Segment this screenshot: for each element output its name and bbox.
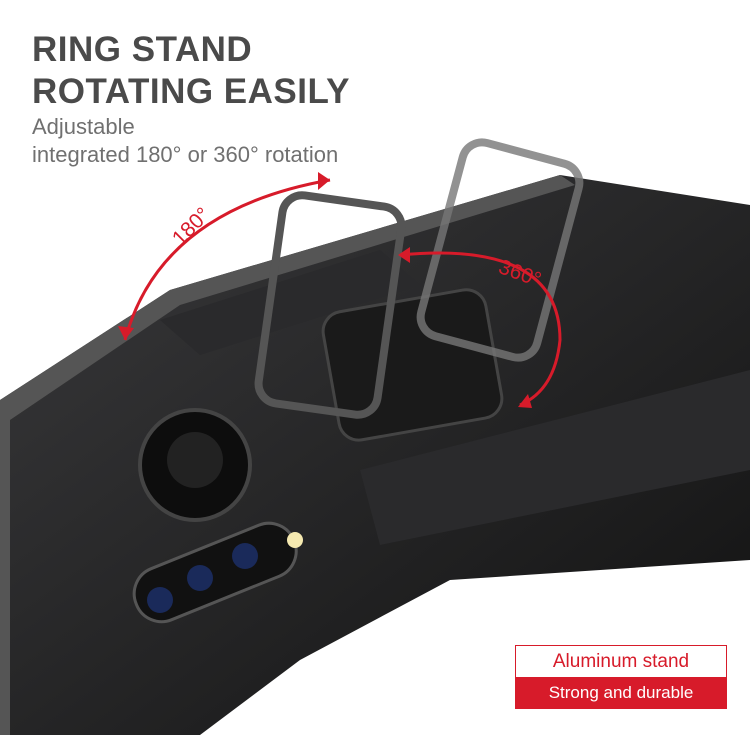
arc-180-arrow	[123, 178, 331, 341]
headline-line1: RING STAND	[32, 30, 253, 69]
feature-badge: Aluminum stand Strong and durable	[515, 645, 727, 709]
lens	[187, 565, 213, 591]
arc-360-arrow	[399, 251, 562, 407]
subtitle-line1: Adjustable	[32, 114, 135, 139]
ring	[254, 191, 406, 419]
case-edge	[0, 175, 575, 735]
ring-rotated	[416, 138, 584, 362]
flash	[287, 532, 303, 548]
subtitle-line2: integrated 180° or 360° rotation	[32, 142, 339, 167]
grip-bottom	[360, 370, 750, 545]
lens	[232, 543, 258, 569]
badge-bottom: Strong and durable	[516, 677, 726, 708]
lens	[147, 587, 173, 613]
ring-base	[321, 288, 504, 442]
badge-top: Aluminum stand	[516, 646, 726, 677]
grip-top	[160, 250, 420, 355]
headline-line2: ROTATING EASILY	[32, 72, 350, 111]
